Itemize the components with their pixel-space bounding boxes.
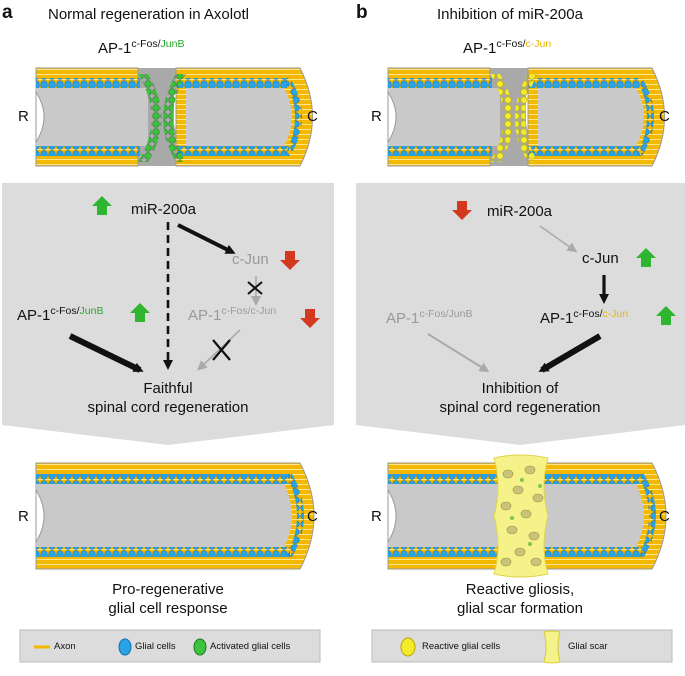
a-outcome-line1: Faithful xyxy=(143,380,193,397)
b-top-spinal-cord xyxy=(387,67,665,167)
legend-activated-label: Activated glial cells xyxy=(210,641,291,652)
legend-activated-swatch xyxy=(193,638,207,656)
legend-scar-swatch xyxy=(543,630,561,664)
b-outcome-line2: spinal cord regeneration xyxy=(439,399,601,416)
panel-b-letter: b xyxy=(356,2,368,23)
a-cjun-label: c-Jun xyxy=(232,251,269,268)
a-cjun-down-arrow xyxy=(280,251,300,270)
a-outcome-line2: spinal cord regeneration xyxy=(87,399,249,416)
panel-b-title: Inhibition of miR-200a xyxy=(437,6,583,23)
legend-reactive-swatch xyxy=(400,637,416,657)
legend-reactive-label: Reactive glial cells xyxy=(422,641,501,652)
b-bottom-spinal-cord xyxy=(387,454,667,578)
b-bottom-rostral-label: R xyxy=(371,508,382,525)
panel-a-letter: a xyxy=(2,2,13,23)
b-result-line1: Reactive gliosis, xyxy=(465,581,575,598)
b-mir200a-label: miR-200a xyxy=(487,203,553,220)
glial-scar xyxy=(493,454,549,578)
a-bottom-caudal-label: C xyxy=(307,508,318,525)
panel-a-title: Normal regeneration in Axolotl xyxy=(48,6,249,23)
a-bottom-rostral-label: R xyxy=(18,508,29,525)
legend-glial-label: Glial cells xyxy=(135,641,176,652)
b-outcome-line1: Inhibition of xyxy=(481,380,559,397)
a-result-line2: glial cell response xyxy=(108,600,228,617)
b-cjun-label: c-Jun xyxy=(582,250,619,267)
a-top-rostral-label: R xyxy=(18,108,29,125)
b-ap1-cjun-label: AP-1c-Fos/c-Jun xyxy=(540,308,629,327)
a-top-caudal-label: C xyxy=(307,108,318,125)
b-ap1-cjun-up-arrow xyxy=(656,306,676,325)
a-bottom-spinal-cord xyxy=(35,462,315,570)
legend-scar-label: Glial scar xyxy=(568,641,608,652)
b-top-rostral-label: R xyxy=(371,108,382,125)
legend-axon-label: Axon xyxy=(54,641,76,652)
b-mir-down-arrow xyxy=(452,201,472,220)
b-pathway-panel xyxy=(356,183,685,445)
a-result-line1: Pro-regenerative xyxy=(112,581,224,598)
a-ap1-cjun-down-arrow xyxy=(300,309,320,328)
b-top-ap1-label: AP-1c-Fos/c-Jun xyxy=(463,38,552,57)
a-ap1-junb-label: AP-1c-Fos/JunB xyxy=(17,305,104,324)
a-mir200a-label: miR-200a xyxy=(131,201,197,218)
b-cjun-up-arrow xyxy=(636,248,656,267)
b-bottom-caudal-label: C xyxy=(659,508,670,525)
legend-glial-swatch xyxy=(118,638,132,656)
a-top-spinal-cord xyxy=(35,67,313,167)
b-legend-box xyxy=(371,629,673,663)
a-legend-box xyxy=(19,629,321,663)
a-mir-up-arrow xyxy=(92,196,112,215)
b-ap1-junb-label: AP-1c-Fos/JunB xyxy=(386,308,473,327)
b-top-caudal-label: C xyxy=(659,108,670,125)
b-result-line2: glial scar formation xyxy=(457,600,583,617)
a-top-ap1-label: AP-1c-Fos/JunB xyxy=(98,38,185,57)
a-ap1-cjun-label: AP-1c-Fos/c-Jun xyxy=(188,305,277,324)
a-ap1-junb-up-arrow xyxy=(130,303,150,322)
